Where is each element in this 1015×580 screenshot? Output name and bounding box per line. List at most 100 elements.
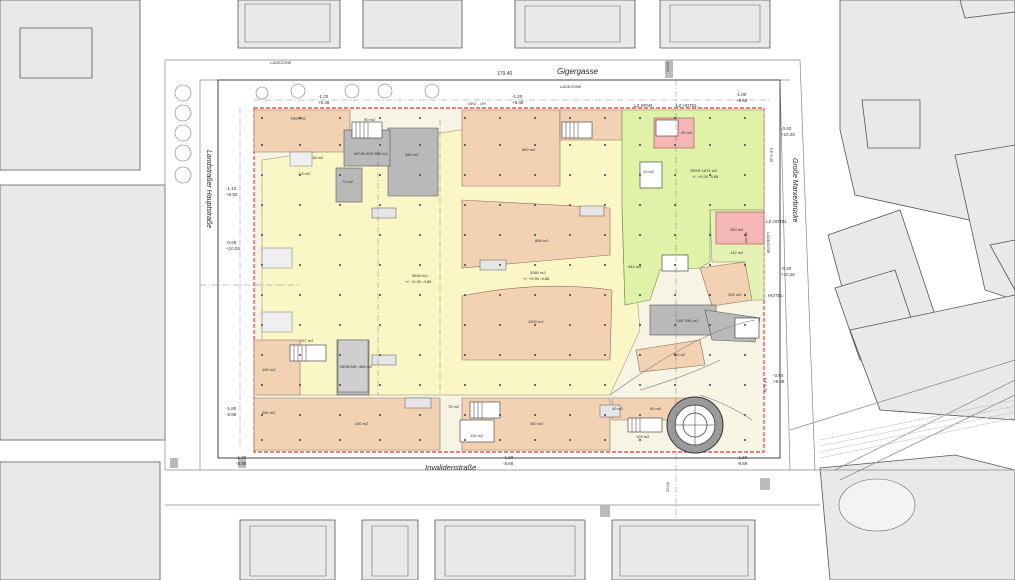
column-dot [569,324,571,326]
column-dot [499,384,501,386]
elevation-left-2: -0.65 +10.03 [226,240,240,251]
column-dot [604,204,606,206]
column-dot [261,144,263,146]
street-right: Große Marxerbrücke [791,158,798,223]
column-dot [604,264,606,266]
column-dot [534,264,536,266]
column-dot [419,439,421,441]
stairs [289,119,760,443]
column-dot [339,384,341,386]
column-dot [639,204,641,206]
column-dot [379,144,381,146]
column-dot [261,204,263,206]
dimension-right-low: 20.00 [665,481,670,492]
column-dot [464,117,466,119]
elevation-top-mid: -1.20 +8.48 [512,94,524,105]
column-dot [604,174,606,176]
svg-text:-0.65: -0.65 [226,240,237,245]
site-boundary [217,79,781,459]
column-dot [569,264,571,266]
column-dot [261,174,263,176]
room-bottom9: 280 m2 [262,410,276,415]
column-dot [744,294,746,296]
column-dot [419,294,421,296]
column-dot [674,174,676,176]
column-dot [339,264,341,266]
column-dot [499,204,501,206]
column-dot [499,354,501,356]
column-dot [744,264,746,266]
column-dot [464,174,466,176]
column-dot [379,384,381,386]
room-left-shop: 137 m2 [300,338,314,343]
column-dot [534,384,536,386]
street-left: Landstraßer Hauptstraße [205,150,212,228]
column-dot [379,234,381,236]
column-dot [499,174,501,176]
elevation-right-2: -0.40 +10.26 [781,266,795,277]
column-dot [639,174,641,176]
orange-shops [253,109,753,451]
elevation-bottom-mid: -1.60 -8.68 [503,455,514,466]
parking-ramp [666,396,724,454]
column-dot [604,439,606,441]
kp-right-1: KP 8.35 [763,378,768,393]
column-dot [744,204,746,206]
column-dot [299,234,301,236]
elevation-left-3: -1.80 -9.88 [226,406,237,417]
column-dot [499,234,501,236]
column-dot [569,414,571,416]
svg-text:-9.88: -9.88 [226,412,237,417]
room-bottom6: 126 m2 [636,434,650,439]
room-small-top: 18 m2 [312,155,324,160]
column-dot [464,264,466,266]
lz-hotel-right: LZ HOTEL [766,219,788,224]
stair-hatches [293,122,641,432]
light-gray-rooms [261,151,313,333]
column-dot [261,294,263,296]
column-dot [534,354,536,356]
column-dot [639,144,641,146]
column-dot [534,294,536,296]
column-dot [569,204,571,206]
street-top: Gigergasse [557,67,598,76]
dimension-right-top: 20.50 [665,61,670,72]
column-dot [639,414,641,416]
room-strip: 48 m2 [744,232,749,244]
column-dot [299,144,301,146]
column-dot [261,414,263,416]
guide-lines [200,80,770,520]
column-dot [744,117,746,119]
column-dot [299,264,301,266]
ladezone-top-left: LADEZONE [270,60,292,65]
column-dot [639,439,641,441]
elevation-right-3: -0.80 +9.88 [773,373,785,384]
right-curve [609,319,756,421]
column-dot [339,144,341,146]
elevation-top-left: -1.20 +8.48 [318,94,330,105]
room-pink-right: 142 m2 [730,250,744,255]
room-elev-right: 10 m2 [643,169,655,174]
svg-text:+8.48: +8.48 [512,100,524,105]
crosswalks [170,60,770,517]
room-orange-right1: 540 m2 [628,264,642,269]
column-dot [534,414,536,416]
tram-tracks [819,399,1015,459]
column-dot [464,324,466,326]
room-bottom8: 55 m2 [674,352,686,357]
room-diag2-sub: +/- +0.00 -9.88 [523,276,550,281]
column-dot [499,294,501,296]
column-dot [339,324,341,326]
column-dot [744,174,746,176]
column-dot [299,324,301,326]
column-dot [339,234,341,236]
column-dot [261,234,263,236]
room-central-sub: +/- +0.00 -9.88 [405,279,432,284]
column-dot [379,354,381,356]
svg-text:-0.40: -0.40 [781,266,792,271]
column-dot [261,354,263,356]
room-caf: CAF 340 m2 [676,318,699,323]
svg-text:-1.70: -1.70 [236,455,247,460]
column-dot [674,204,676,206]
